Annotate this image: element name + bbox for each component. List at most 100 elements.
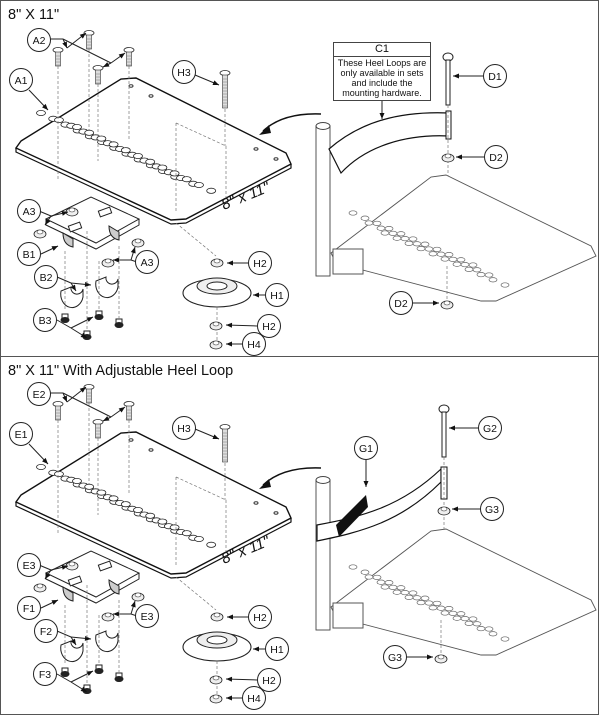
carriage-bolt-shank bbox=[445, 59, 451, 106]
plate-hole bbox=[388, 230, 398, 236]
arrowhead bbox=[226, 695, 232, 701]
mount-hole bbox=[273, 511, 279, 515]
plate-hole bbox=[169, 524, 180, 531]
plate-hole bbox=[416, 246, 426, 252]
socket-bolt-head bbox=[114, 676, 124, 682]
caster-bearing bbox=[206, 635, 228, 645]
footplate-edge bbox=[15, 148, 292, 225]
plate-hole bbox=[376, 225, 386, 231]
hex-nut-hole bbox=[134, 238, 142, 244]
plate-hole bbox=[54, 471, 64, 478]
arrowhead bbox=[226, 322, 233, 328]
plate-hole bbox=[380, 230, 390, 236]
arrowhead bbox=[61, 210, 68, 216]
plate-hole bbox=[364, 220, 374, 226]
arrowhead bbox=[427, 654, 433, 660]
callout-h4: H4 bbox=[242, 686, 266, 710]
plate-hole bbox=[448, 256, 458, 262]
arrowhead bbox=[84, 281, 91, 287]
arrowhead bbox=[62, 395, 67, 402]
arrowhead bbox=[70, 284, 76, 291]
plate-hole bbox=[408, 236, 418, 242]
arrowhead bbox=[363, 481, 369, 487]
arrowhead bbox=[259, 125, 271, 135]
plate-hole bbox=[157, 164, 168, 171]
bracket-saddle bbox=[108, 225, 120, 241]
footplate-installed bbox=[330, 528, 597, 656]
mount-hole bbox=[253, 147, 259, 151]
plate-hole bbox=[54, 117, 64, 124]
adjustable-heel-loop bbox=[316, 467, 442, 542]
diagram-panel-adjustable-heel-loop: 8" X 11" With Adjustable Heel Loop E2 E1… bbox=[0, 356, 599, 715]
plate-hole bbox=[412, 595, 422, 601]
plate-hole bbox=[424, 246, 434, 252]
plate-hole bbox=[181, 176, 192, 183]
plate-hole bbox=[500, 282, 510, 288]
callout-a2: A2 bbox=[27, 28, 51, 52]
callout-h2-top: H2 bbox=[248, 605, 272, 629]
arrowhead bbox=[61, 564, 68, 570]
arrowhead bbox=[103, 62, 110, 67]
callout-d2-top: D2 bbox=[484, 145, 508, 169]
plate-hole bbox=[348, 210, 358, 216]
callout-a1: A1 bbox=[9, 68, 33, 92]
heel-loop bbox=[328, 112, 450, 175]
plate-hole bbox=[400, 236, 410, 242]
clamp-half bbox=[95, 276, 119, 299]
assembly-guide-line bbox=[175, 576, 217, 611]
arrowhead bbox=[118, 407, 125, 413]
arrowhead bbox=[453, 73, 459, 79]
assembly-arrow bbox=[262, 113, 322, 132]
carriage-bolt-shank bbox=[441, 411, 447, 458]
arrowhead bbox=[45, 572, 51, 579]
plate-hole bbox=[444, 252, 454, 258]
plate-hole bbox=[145, 512, 156, 519]
hex-nut-hole bbox=[104, 612, 112, 618]
clamp-half bbox=[95, 630, 119, 653]
callout-g2: G2 bbox=[478, 416, 502, 440]
plate-hole bbox=[428, 251, 438, 257]
bracket-saddle bbox=[62, 586, 74, 602]
plate-hole bbox=[194, 181, 204, 188]
callout-d1: D1 bbox=[483, 64, 507, 88]
diagram-panel-standard: 8" X 11" A2 A1 H3 A3 B1 A3 B2 B3 H2 H1 H… bbox=[0, 0, 599, 357]
plate-hole bbox=[384, 226, 394, 232]
plate-hole bbox=[36, 110, 46, 117]
hex-nut-hole bbox=[68, 561, 76, 567]
arrowhead bbox=[84, 635, 91, 641]
arrowhead bbox=[259, 479, 271, 489]
plate-hole bbox=[181, 530, 192, 537]
note-box-c1: C1 These Heel Loops are only available i… bbox=[333, 42, 431, 101]
plate-hole bbox=[468, 262, 478, 268]
plate-hole bbox=[72, 478, 82, 485]
hex-nut-hole bbox=[437, 654, 445, 660]
assembly-arrow bbox=[262, 467, 322, 486]
arrowhead bbox=[80, 332, 87, 338]
leader-line bbox=[38, 564, 52, 571]
arrowhead bbox=[79, 387, 86, 393]
bracket-slot bbox=[67, 575, 83, 587]
arrowhead bbox=[452, 506, 458, 512]
plate-hole bbox=[157, 518, 168, 525]
plate-hole bbox=[464, 266, 474, 272]
plate-hole bbox=[460, 616, 470, 622]
bracket-saddle bbox=[108, 579, 120, 595]
callout-e3-left: E3 bbox=[17, 553, 41, 577]
hex-nut-hole bbox=[443, 300, 451, 306]
plate-hole bbox=[436, 251, 446, 257]
callout-e2: E2 bbox=[27, 382, 51, 406]
arrowhead bbox=[86, 317, 93, 322]
plate-hole bbox=[392, 235, 402, 241]
callout-h1: H1 bbox=[265, 283, 289, 307]
arrowhead bbox=[227, 260, 233, 266]
callout-b2: B2 bbox=[34, 265, 58, 289]
panel-title: 8" X 11" bbox=[8, 7, 60, 23]
plate-hole bbox=[432, 600, 442, 606]
lock-nut-hole bbox=[212, 694, 220, 700]
plate-hole bbox=[432, 246, 442, 252]
plate-hole bbox=[206, 187, 217, 194]
mount-hole bbox=[273, 157, 279, 161]
callout-g1: G1 bbox=[354, 436, 378, 460]
clamp-half bbox=[60, 286, 84, 309]
arrowhead bbox=[113, 257, 119, 263]
